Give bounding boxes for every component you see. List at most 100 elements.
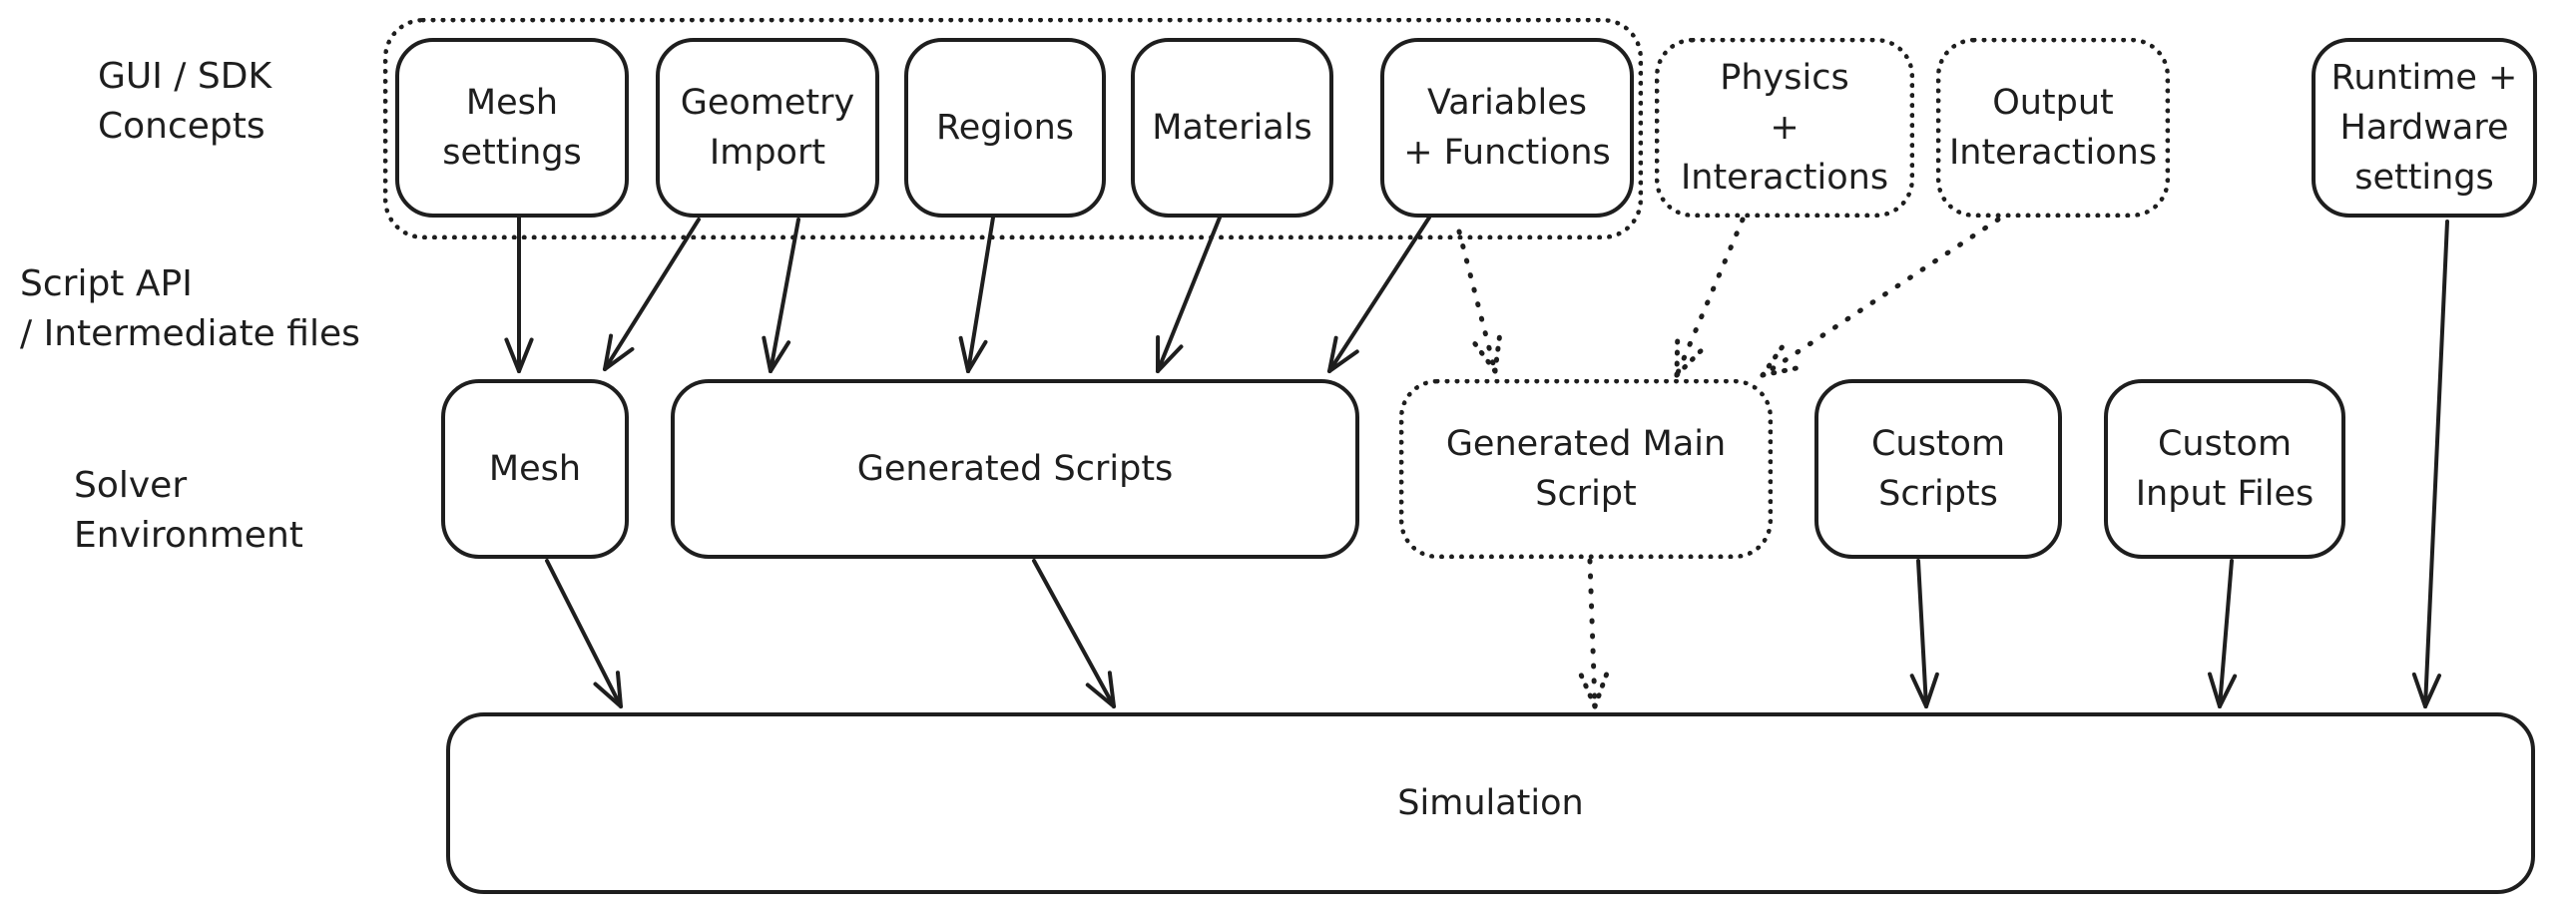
arrow-runtime-hardware-to-simulation (2411, 220, 2449, 708)
arrowhead (1107, 671, 1116, 708)
node-label-line: Materials (1152, 108, 1312, 148)
arrow-custom-input-files-to-simulation (2208, 559, 2238, 708)
arrowhead (1924, 672, 1939, 708)
arrowhead (2208, 672, 2222, 708)
arrow-shaft (1916, 559, 1928, 708)
arrowhead (2411, 672, 2427, 708)
arrowhead (1492, 334, 1502, 374)
node-label-line: + (1770, 108, 1800, 148)
row-label-gui-sdk: GUI / SDK Concepts (98, 52, 271, 152)
arrowhead (1085, 683, 1116, 708)
arrow-generated-scripts-to-simulation (1032, 559, 1116, 708)
arrow-regions-to-generated-scripts (958, 216, 995, 373)
node-mesh-settings[interactable]: Mesh settings (395, 38, 629, 218)
label-line: Concepts (98, 106, 265, 147)
concept-group-outline (383, 18, 1643, 239)
row-label-gui-sdk-text: GUI / SDK Concepts (98, 52, 271, 152)
node-label-line: + Functions (1403, 133, 1611, 173)
arrowhead (504, 337, 521, 373)
node-label-line: Scripts (1878, 474, 1998, 514)
node-label-line: settings (2354, 158, 2494, 198)
row-label-script-api-text: Script API / Intermediate files (20, 259, 360, 359)
arrow-shaft (1327, 216, 1431, 373)
node-simulation[interactable]: Simulation (446, 712, 2535, 894)
row-label-script-api: Script API / Intermediate files (20, 259, 360, 359)
node-label-line: Custom (2157, 424, 2293, 464)
node-label-line: Physics (1720, 58, 1849, 98)
arrow-shaft (1587, 558, 1598, 709)
node-label-line: Interactions (1948, 133, 2158, 173)
arrow-output-interactions-to-generated-main-script (1760, 217, 2001, 378)
node-label-line: Interactions (1680, 158, 1889, 198)
arrow-shaft (1674, 217, 1746, 378)
node-label-line: Hardware (2339, 108, 2509, 148)
arrowhead (1760, 365, 1799, 378)
node-label-line: Variables (1427, 83, 1587, 123)
node-label-line: Custom (1870, 424, 2006, 464)
label-line: GUI / SDK (98, 56, 272, 97)
arrow-shaft (545, 559, 623, 708)
arrowhead (603, 333, 614, 371)
node-label-line: Generated Scripts (856, 449, 1174, 489)
arrow-shaft (1456, 228, 1498, 374)
arrow-shaft (1156, 216, 1222, 373)
node-label: Variables + Functions (1403, 78, 1611, 178)
arrow-shaft (966, 216, 995, 373)
node-variables-functions[interactable]: Variables + Functions (1380, 38, 1634, 218)
arrow-generated-main-script-to-simulation (1578, 558, 1610, 709)
node-regions[interactable]: Regions (904, 38, 1106, 218)
arrowhead (966, 339, 988, 373)
arrowhead (2218, 674, 2238, 708)
node-label-line: Mesh (488, 449, 582, 489)
node-label-line: Generated Main (1445, 424, 1727, 464)
arrowhead (2423, 674, 2442, 708)
arrowhead (517, 337, 534, 373)
node-label: Generated Scripts (857, 444, 1174, 494)
arrow-shaft (2423, 220, 2449, 708)
node-label: Physics + Interactions (1681, 53, 1888, 203)
arrow-custom-scripts-to-simulation (1909, 559, 1939, 708)
arrow-shaft (1032, 559, 1116, 708)
label-line: Environment (74, 515, 303, 556)
label-line: Solver (74, 465, 188, 506)
arrowhead (603, 346, 635, 371)
arrowhead (1909, 674, 1928, 708)
label-line: Script API (20, 263, 193, 304)
node-physics-interactions[interactable]: Physics + Interactions (1655, 38, 1914, 218)
arrow-shaft (2218, 559, 2234, 708)
node-label-line: Mesh (465, 83, 559, 123)
node-label: Regions (936, 103, 1074, 153)
node-label-line: Simulation (1397, 783, 1584, 823)
node-label-line: Geometry (680, 83, 855, 123)
node-label-line: settings (442, 133, 582, 173)
arrow-physics-interactions-to-generated-main-script (1674, 217, 1746, 378)
node-materials[interactable]: Materials (1131, 38, 1333, 218)
arrowhead (1592, 672, 1610, 709)
arrow-materials-to-generated-scripts (1156, 216, 1222, 373)
arrowhead (615, 671, 623, 708)
arrow-shaft (1760, 217, 2001, 378)
node-label: Mesh settings (442, 78, 582, 178)
arrowhead (958, 335, 970, 373)
node-mesh[interactable]: Mesh (441, 379, 629, 559)
arrowhead (593, 682, 623, 708)
arrowhead (1156, 344, 1184, 373)
label-line: / Intermediate files (20, 313, 360, 354)
node-label: Materials (1152, 103, 1311, 153)
node-generated-scripts[interactable]: Generated Scripts (671, 379, 1359, 559)
